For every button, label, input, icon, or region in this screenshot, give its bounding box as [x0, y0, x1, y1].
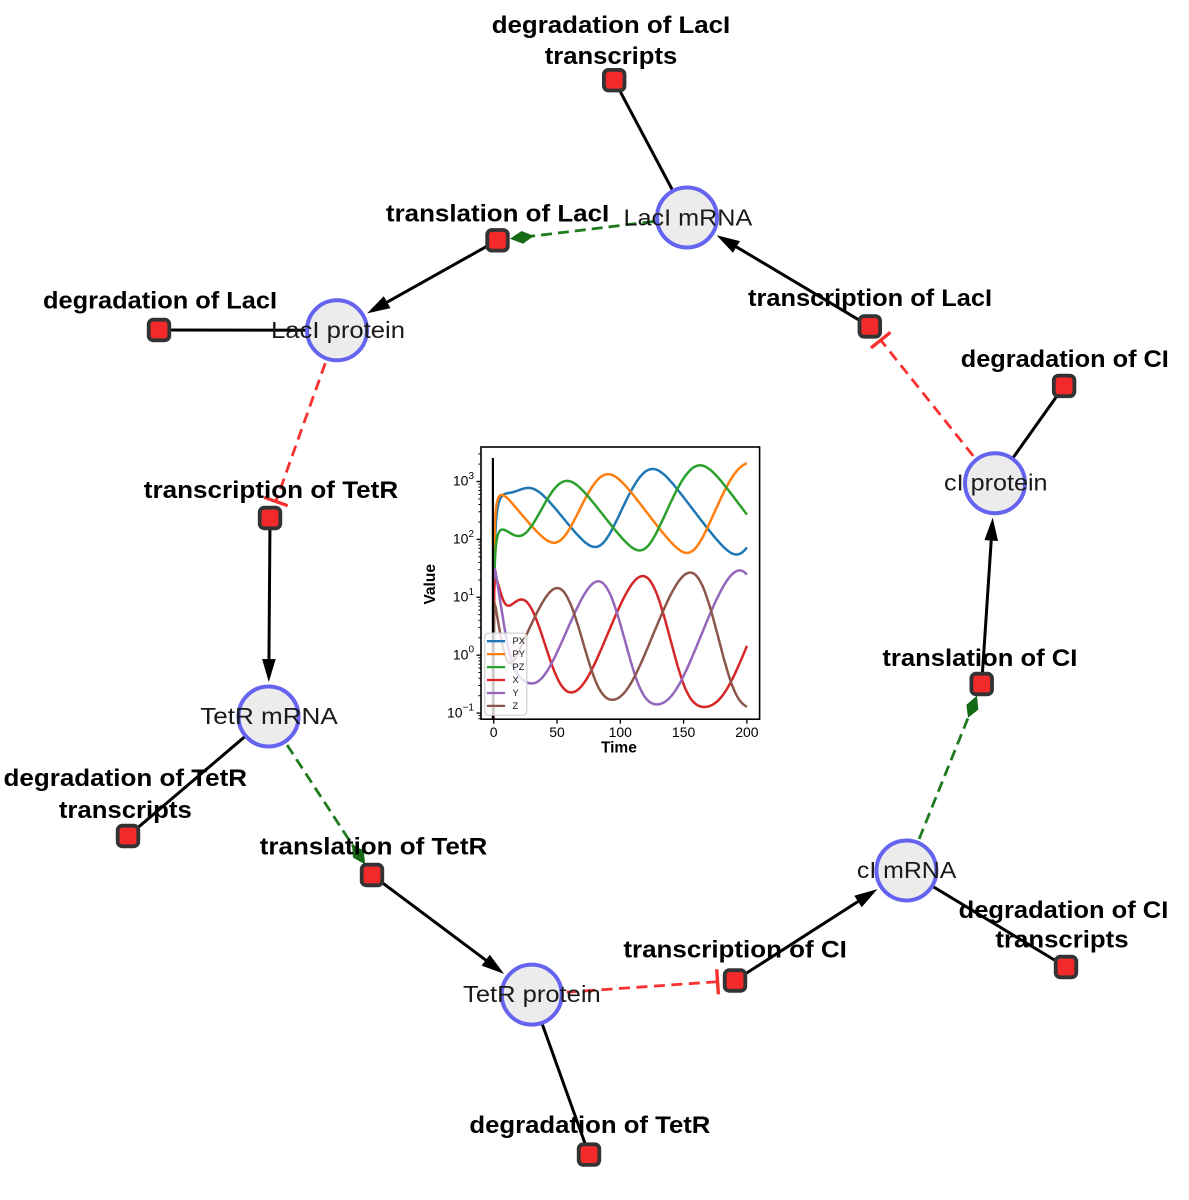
svg-text:degradation of TetR: degradation of TetR [4, 765, 248, 792]
svg-text:TetR protein: TetR protein [463, 981, 601, 1007]
svg-text:Time: Time [601, 740, 637, 757]
svg-text:50: 50 [549, 724, 565, 740]
svg-text:100: 100 [453, 644, 475, 662]
svg-text:102: 102 [453, 529, 475, 547]
svg-text:cI mRNA: cI mRNA [857, 857, 957, 883]
svg-text:degradation of TetR: degradation of TetR [469, 1112, 710, 1139]
svg-text:cI protein: cI protein [944, 470, 1048, 496]
svg-text:PY: PY [513, 649, 525, 659]
svg-text:TetR mRNA: TetR mRNA [200, 703, 338, 729]
svg-text:transcripts: transcripts [995, 926, 1128, 953]
svg-text:translation of LacI: translation of LacI [386, 200, 609, 227]
svg-text:degradation of LacI: degradation of LacI [492, 12, 731, 39]
svg-text:PX: PX [513, 636, 525, 646]
svg-text:degradation of LacI: degradation of LacI [43, 287, 277, 314]
svg-text:translation of TetR: translation of TetR [260, 833, 488, 860]
svg-text:0: 0 [490, 724, 498, 740]
svg-text:transcription of LacI: transcription of LacI [748, 285, 992, 312]
svg-text:degradation of CI: degradation of CI [959, 897, 1169, 924]
svg-text:transcription of TetR: transcription of TetR [144, 477, 398, 504]
svg-text:X: X [513, 675, 519, 685]
svg-text:LacI protein: LacI protein [271, 317, 405, 343]
svg-text:translation of CI: translation of CI [882, 645, 1077, 672]
svg-text:101: 101 [453, 586, 475, 604]
svg-text:103: 103 [453, 471, 475, 489]
svg-text:transcription of CI: transcription of CI [623, 936, 846, 963]
svg-text:100: 100 [609, 724, 633, 740]
svg-text:10−1: 10−1 [447, 702, 474, 720]
svg-text:degradation of CI: degradation of CI [961, 346, 1169, 373]
svg-text:Z: Z [513, 701, 519, 711]
svg-text:transcripts: transcripts [59, 797, 192, 824]
svg-text:Value: Value [422, 564, 439, 605]
svg-text:Y: Y [513, 688, 519, 698]
svg-text:200: 200 [735, 724, 759, 740]
svg-text:LacI mRNA: LacI mRNA [624, 205, 753, 231]
svg-text:PZ: PZ [513, 662, 525, 672]
svg-text:150: 150 [672, 724, 696, 740]
svg-text:transcripts: transcripts [545, 43, 678, 70]
